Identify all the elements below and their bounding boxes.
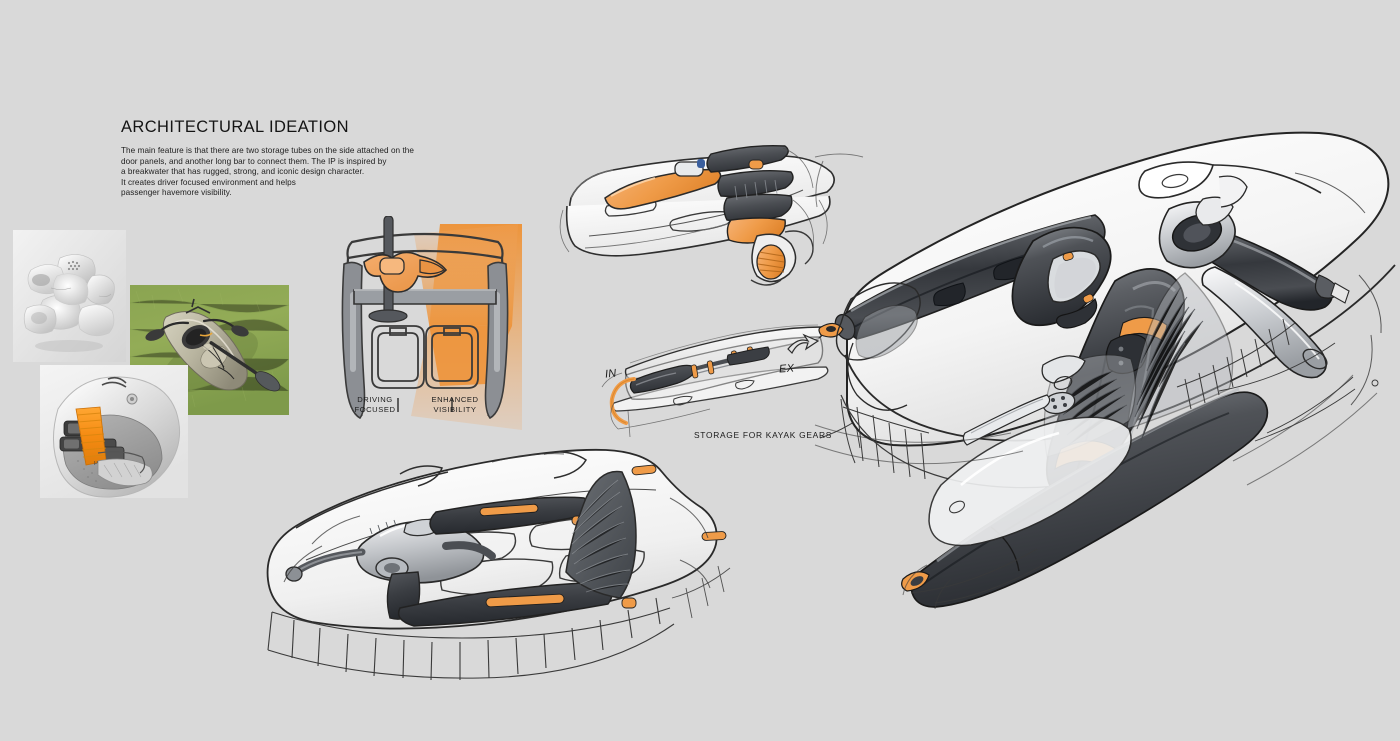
label-line-2: FOCUSED: [354, 404, 396, 414]
annotation-in: IN: [604, 367, 618, 381]
label-line-1: ENHANCED: [431, 395, 479, 404]
diagram-label-driving-focused: DRIVING FOCUSED: [332, 395, 418, 414]
title-block: ARCHITECTURAL IDEATION The main feature …: [121, 118, 541, 199]
annotation-ex: EX: [778, 362, 795, 376]
description-line: It creates driver focused environment an…: [121, 177, 296, 187]
description-text: The main feature is that there are two s…: [121, 146, 541, 199]
label-line-1: DRIVING: [357, 395, 393, 404]
bottom-instrument-panel-sketch: [266, 448, 731, 681]
description-line: passenger havemore visibility.: [121, 188, 232, 198]
description-line: a breakwater that has rugged, strong, an…: [121, 167, 365, 177]
reference-photo-kayak: [130, 285, 289, 415]
description-line: door panels, and another long bar to con…: [121, 156, 387, 166]
reference-photo-boot-strap: PULL: [40, 365, 188, 498]
storage-tube-section-sketch: [601, 324, 829, 438]
packaging-top-view-diagram: [326, 215, 522, 431]
label-line-2: VISIBILITY: [433, 404, 477, 414]
page-title: ARCHITECTURAL IDEATION: [121, 118, 349, 136]
top-instrument-panel-sketch: [559, 145, 835, 286]
annotation-storage-for-kayak-gears: STORAGE FOR KAYAK GEARS: [694, 430, 833, 440]
description-line: The main feature is that there are two s…: [121, 146, 415, 155]
reference-photo-product-form: [13, 230, 126, 362]
diagram-label-enhanced-visibility: ENHANCED VISIBILITY: [412, 395, 498, 414]
main-interior-rendering: [814, 131, 1396, 610]
